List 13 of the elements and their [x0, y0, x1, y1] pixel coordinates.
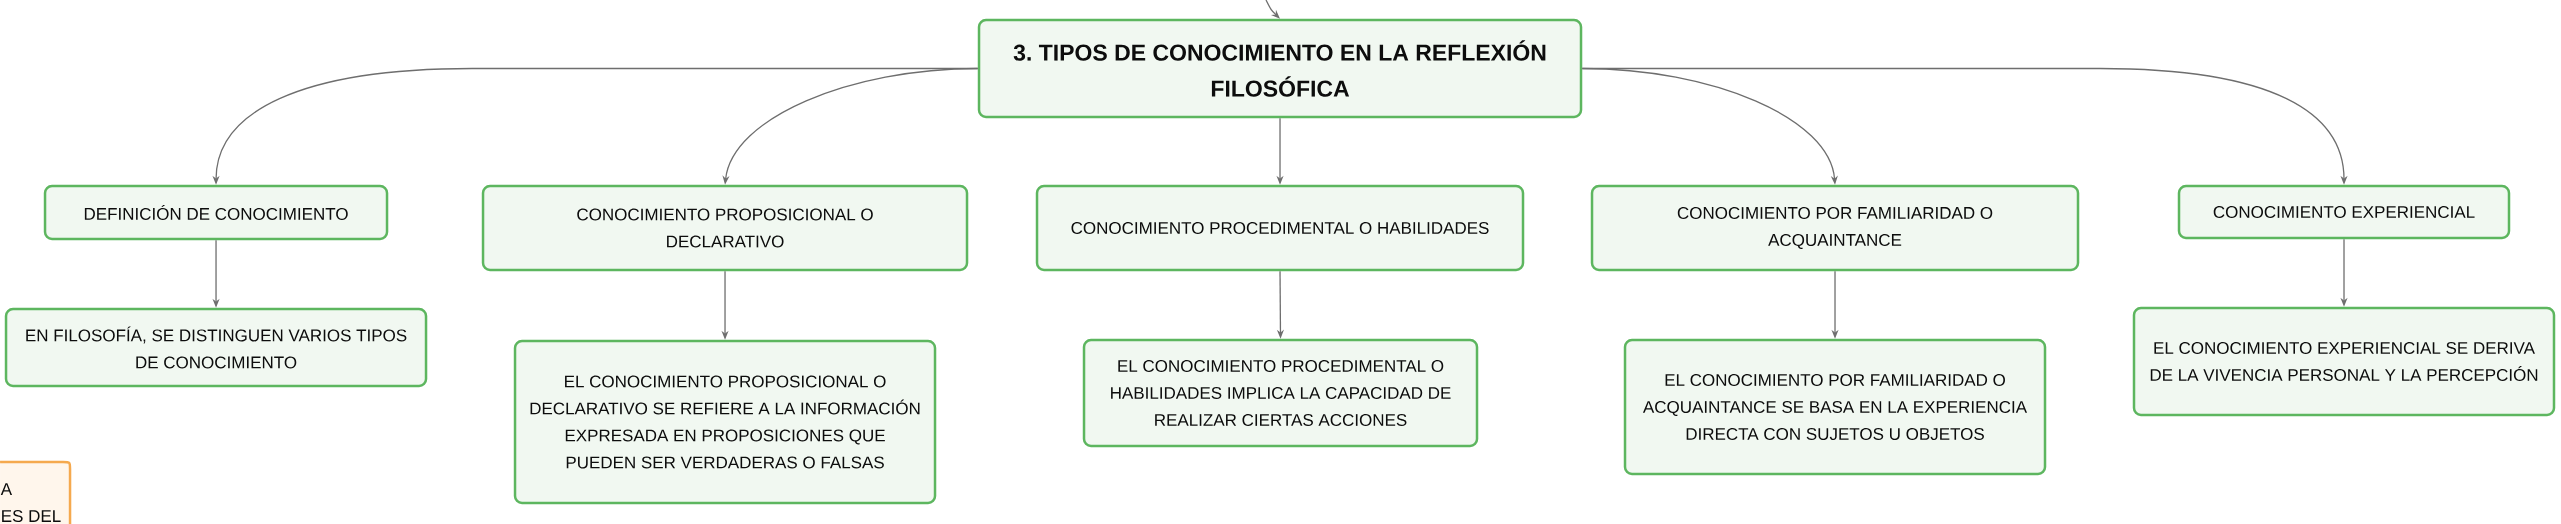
description-box: EL CONOCIMIENTO PROPOSICIONAL O DECLARATIVO SE REFIERE A LA INFORMACIÓN EXPRESADA EN PROPOSICIONES QUE PUEDEN SER VERDADERAS O FALSAS — [513, 339, 937, 505]
topic-box: CONOCIMIENTO PROCEDIMENTAL O HABILIDADES — [1035, 184, 1525, 272]
topic-box: CONOCIMIENTO EXPERIENCIAL — [2177, 184, 2511, 240]
topic-box: CONOCIMIENTO PROPOSICIONAL O DECLARATIVO — [481, 184, 969, 272]
topic-box: DEFINICIÓN DE CONOCIMIENTO — [43, 184, 389, 241]
description-box: EN FILOSOFÍA, SE DISTINGUEN VARIOS TIPOS DE CONOCIMIENTO — [4, 307, 428, 388]
central-topic-box: 3. TIPOS DE CONOCIMIENTO EN LA REFLEXIÓN FILOSÓFICA — [977, 18, 1583, 119]
description-box: EL CONOCIMIENTO PROCEDIMENTAL O HABILIDADES IMPLICA LA CAPACIDAD DE REALIZAR CIERTAS ACCIONES — [1082, 338, 1479, 448]
topic-box: CONOCIMIENTO POR FAMILIARIDAD O ACQUAINTANCE — [1590, 184, 2080, 272]
description-box: EL CONOCIMIENTO EXPERIENCIAL SE DERIVA DE LA VIVENCIA PERSONAL Y LA PERCEPCIÓN — [2132, 306, 2556, 417]
note-box: A ES DEL — [0, 460, 72, 524]
description-box: EL CONOCIMIENTO POR FAMILIARIDAD O ACQUAINTANCE SE BASA EN LA EXPERIENCIA DIRECTA CON SUJETOS U OBJETOS — [1623, 338, 2047, 476]
connector-arrow — [1265, 0, 1280, 19]
